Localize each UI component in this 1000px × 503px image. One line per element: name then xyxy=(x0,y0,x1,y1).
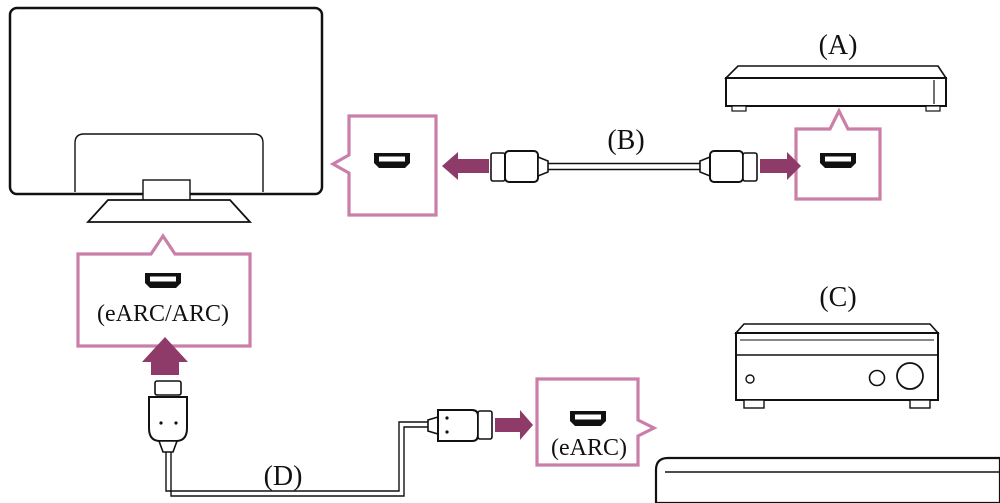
player-body xyxy=(725,77,947,107)
label-b: (B) xyxy=(607,125,644,156)
soundbar xyxy=(654,456,1000,503)
receiver-volume-knob-icon xyxy=(896,362,924,390)
tv-stand-base xyxy=(85,199,253,223)
hdmi-port-icon xyxy=(145,273,181,288)
hdmi-cable-d: (D) xyxy=(142,337,533,497)
arrow-left-icon xyxy=(442,152,489,180)
earc-arc-port-label: (eARC/ARC) xyxy=(97,301,229,327)
hdmi-plug-icon xyxy=(427,409,493,442)
hdmi-port-icon xyxy=(820,153,856,168)
arrow-up-icon xyxy=(142,337,188,375)
soundbar-earc-port-callout: (eARC) xyxy=(535,377,658,467)
label-c: (C) xyxy=(819,282,856,313)
label-a: (A) xyxy=(819,30,858,61)
receiver-small-knob-icon xyxy=(745,374,755,384)
tv xyxy=(8,6,324,223)
arrow-right-icon xyxy=(760,152,801,180)
player-top xyxy=(724,65,948,79)
player-hdmi-port-callout xyxy=(794,107,882,201)
earc-port-label: (eARC) xyxy=(551,435,627,461)
tv-stand-column xyxy=(74,133,264,192)
hdmi-cable-b: (B) xyxy=(442,125,801,183)
av-receiver-c: (C) xyxy=(734,282,940,409)
hdmi-port-icon xyxy=(570,411,606,426)
hdmi-plug-icon xyxy=(490,150,549,183)
label-d: (D) xyxy=(264,461,303,492)
receiver-knob-icon xyxy=(868,369,886,387)
tv-hdmi-port-callout xyxy=(329,114,438,217)
hdmi-plug-icon xyxy=(699,150,758,183)
player-device-a: (A) xyxy=(724,30,948,112)
tv-earc-arc-port-callout: (eARC/ARC) xyxy=(76,233,252,348)
arrow-right-icon xyxy=(495,410,533,440)
hdmi-port-icon xyxy=(374,153,410,168)
hdmi-plug-icon xyxy=(148,380,188,453)
